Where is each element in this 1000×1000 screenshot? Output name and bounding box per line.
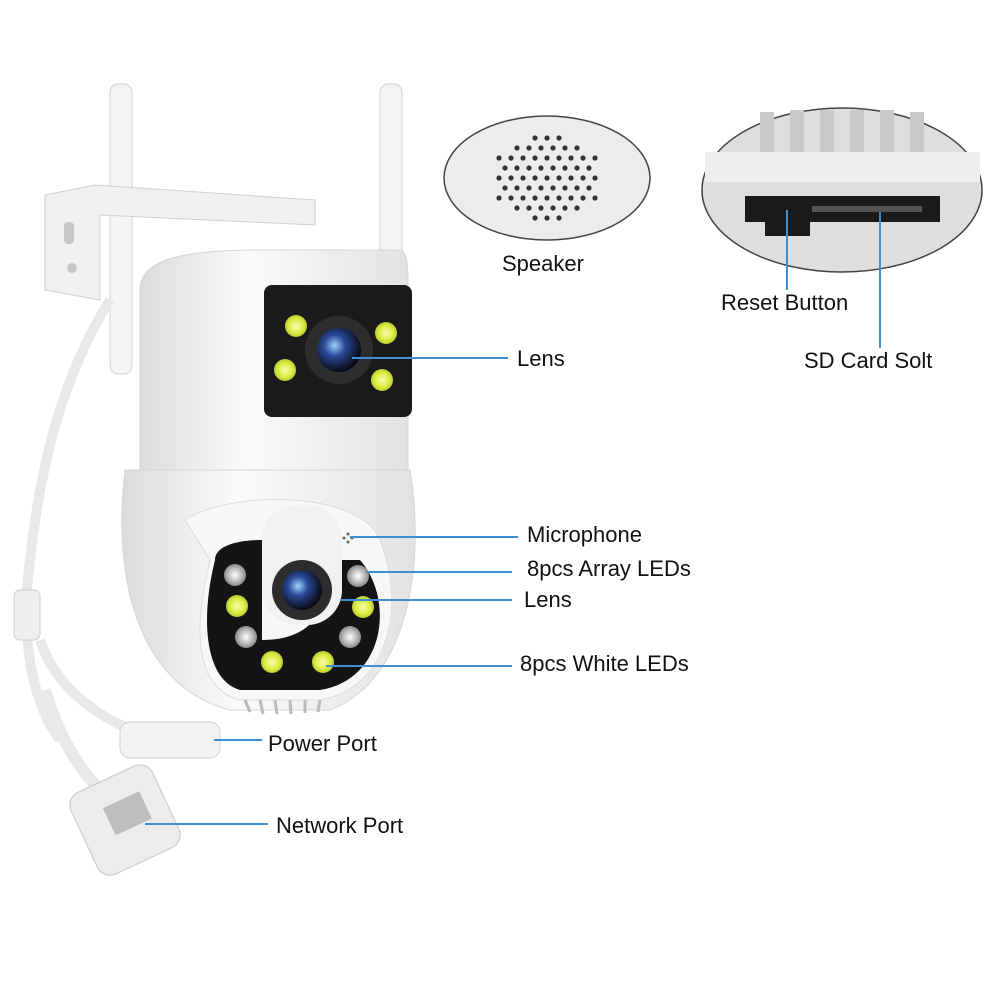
speaker-hole [568, 175, 574, 181]
speaker-hole [592, 195, 598, 201]
speaker-hole [526, 145, 532, 151]
speaker-hole [532, 155, 538, 161]
speaker-hole [538, 145, 544, 151]
network-connector [69, 764, 181, 876]
wall-mount [44, 184, 316, 301]
speaker-hole [580, 175, 586, 181]
label-lens-bottom: Lens [524, 587, 572, 612]
speaker-hole [556, 155, 562, 161]
speaker-hole [526, 185, 532, 191]
speaker-hole [586, 185, 592, 191]
speaker-hole [592, 175, 598, 181]
speaker-hole [568, 155, 574, 161]
speaker-hole [520, 155, 526, 161]
speaker-hole [562, 145, 568, 151]
speaker-hole [520, 195, 526, 201]
speaker-hole [496, 175, 502, 181]
speaker-hole [514, 145, 520, 151]
speaker-hole [544, 215, 550, 221]
speaker-hole [562, 185, 568, 191]
speaker-hole [526, 165, 532, 171]
speaker-hole [508, 155, 514, 161]
speaker-hole [568, 195, 574, 201]
speaker-hole [556, 175, 562, 181]
speaker-hole [502, 185, 508, 191]
speaker-hole [592, 155, 598, 161]
speaker-hole [550, 165, 556, 171]
speaker-hole [514, 185, 520, 191]
speaker-hole [544, 195, 550, 201]
speaker-hole [556, 215, 562, 221]
speaker-hole [532, 135, 538, 141]
speaker-hole [526, 205, 532, 211]
speaker-hole [562, 205, 568, 211]
speaker-hole [514, 165, 520, 171]
speaker-hole [574, 205, 580, 211]
label-microphone: Microphone [527, 522, 642, 547]
speaker-hole [544, 155, 550, 161]
leader-lines [145, 210, 881, 825]
speaker-hole [508, 175, 514, 181]
label-lens-top: Lens [517, 346, 565, 371]
speaker-hole [532, 215, 538, 221]
speaker-hole [550, 185, 556, 191]
speaker-hole [538, 185, 544, 191]
label-network-port: Network Port [276, 813, 404, 838]
label-speaker: Speaker [502, 251, 584, 276]
speaker-hole [556, 195, 562, 201]
speaker-hole [556, 135, 562, 141]
label-reset-button: Reset Button [721, 290, 849, 315]
speaker-hole [514, 205, 520, 211]
label-power-port: Power Port [268, 731, 377, 756]
label-array-leds: 8pcs Array LEDs [527, 556, 691, 581]
speaker-hole [520, 175, 526, 181]
upper-housing [139, 249, 412, 471]
label-sd-card-slot: SD Card Solt [804, 348, 933, 373]
speaker-hole [496, 155, 502, 161]
sd-slot-detail [701, 107, 983, 273]
dome-housing [121, 469, 416, 715]
speaker-detail [443, 115, 651, 241]
speaker-hole [544, 175, 550, 181]
speaker-hole [502, 165, 508, 171]
speaker-hole [550, 205, 556, 211]
speaker-hole [538, 205, 544, 211]
speaker-hole [574, 165, 580, 171]
cable [21, 297, 115, 743]
speaker-hole [508, 195, 514, 201]
speaker-hole [580, 195, 586, 201]
power-connector [119, 721, 221, 759]
speaker-hole [538, 165, 544, 171]
speaker-hole [574, 145, 580, 151]
speaker-hole [544, 135, 550, 141]
antenna-left [109, 83, 133, 375]
speaker-hole [580, 155, 586, 161]
speaker-hole [532, 195, 538, 201]
label-white-leds: 8pcs White LEDs [520, 651, 689, 676]
speaker-hole [562, 165, 568, 171]
speaker-hole [586, 165, 592, 171]
speaker-hole [496, 195, 502, 201]
speaker-hole [574, 185, 580, 191]
speaker-hole [532, 175, 538, 181]
speaker-hole [550, 145, 556, 151]
